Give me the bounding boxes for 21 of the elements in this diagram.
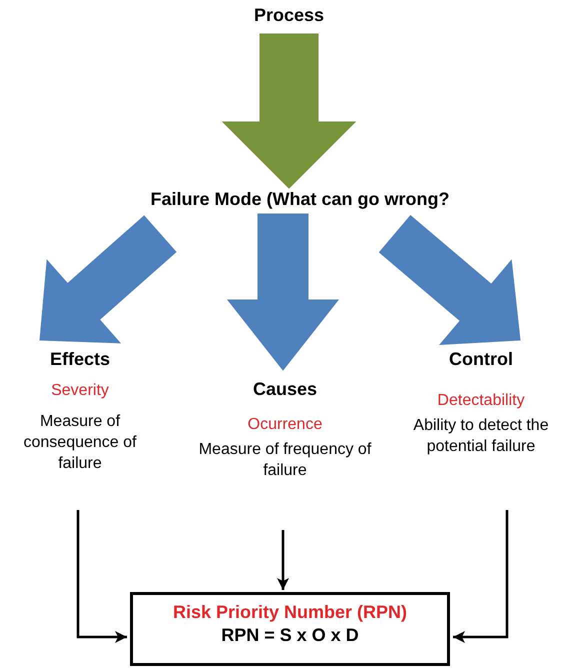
node-heading: Causes xyxy=(252,378,318,401)
arrow xyxy=(453,510,508,643)
formula-text: RPN = S x O x D xyxy=(220,624,360,648)
block-arrow xyxy=(378,215,521,345)
description-text: Measure of frequency of failure xyxy=(198,440,372,481)
metric-label: Detectability xyxy=(436,391,526,412)
block-arrow xyxy=(222,34,356,189)
node-label: Process xyxy=(252,4,326,27)
block-arrow xyxy=(226,214,340,371)
metric-label: Ocurrence xyxy=(246,415,324,436)
node-label: Failure Mode (What can go wrong? xyxy=(150,188,450,211)
node-heading: Control xyxy=(448,348,514,371)
arrow xyxy=(277,530,289,590)
result-box xyxy=(130,592,450,666)
description-text: Measure of consequence of failure xyxy=(22,412,138,474)
block-arrow xyxy=(39,215,177,344)
node-heading: Effects xyxy=(48,348,112,371)
description-text: Ability to detect the potential failure xyxy=(412,416,550,457)
arrow xyxy=(76,510,127,643)
result-title: Risk Priority Number (RPN) xyxy=(172,601,408,624)
metric-label: Severity xyxy=(50,381,110,402)
